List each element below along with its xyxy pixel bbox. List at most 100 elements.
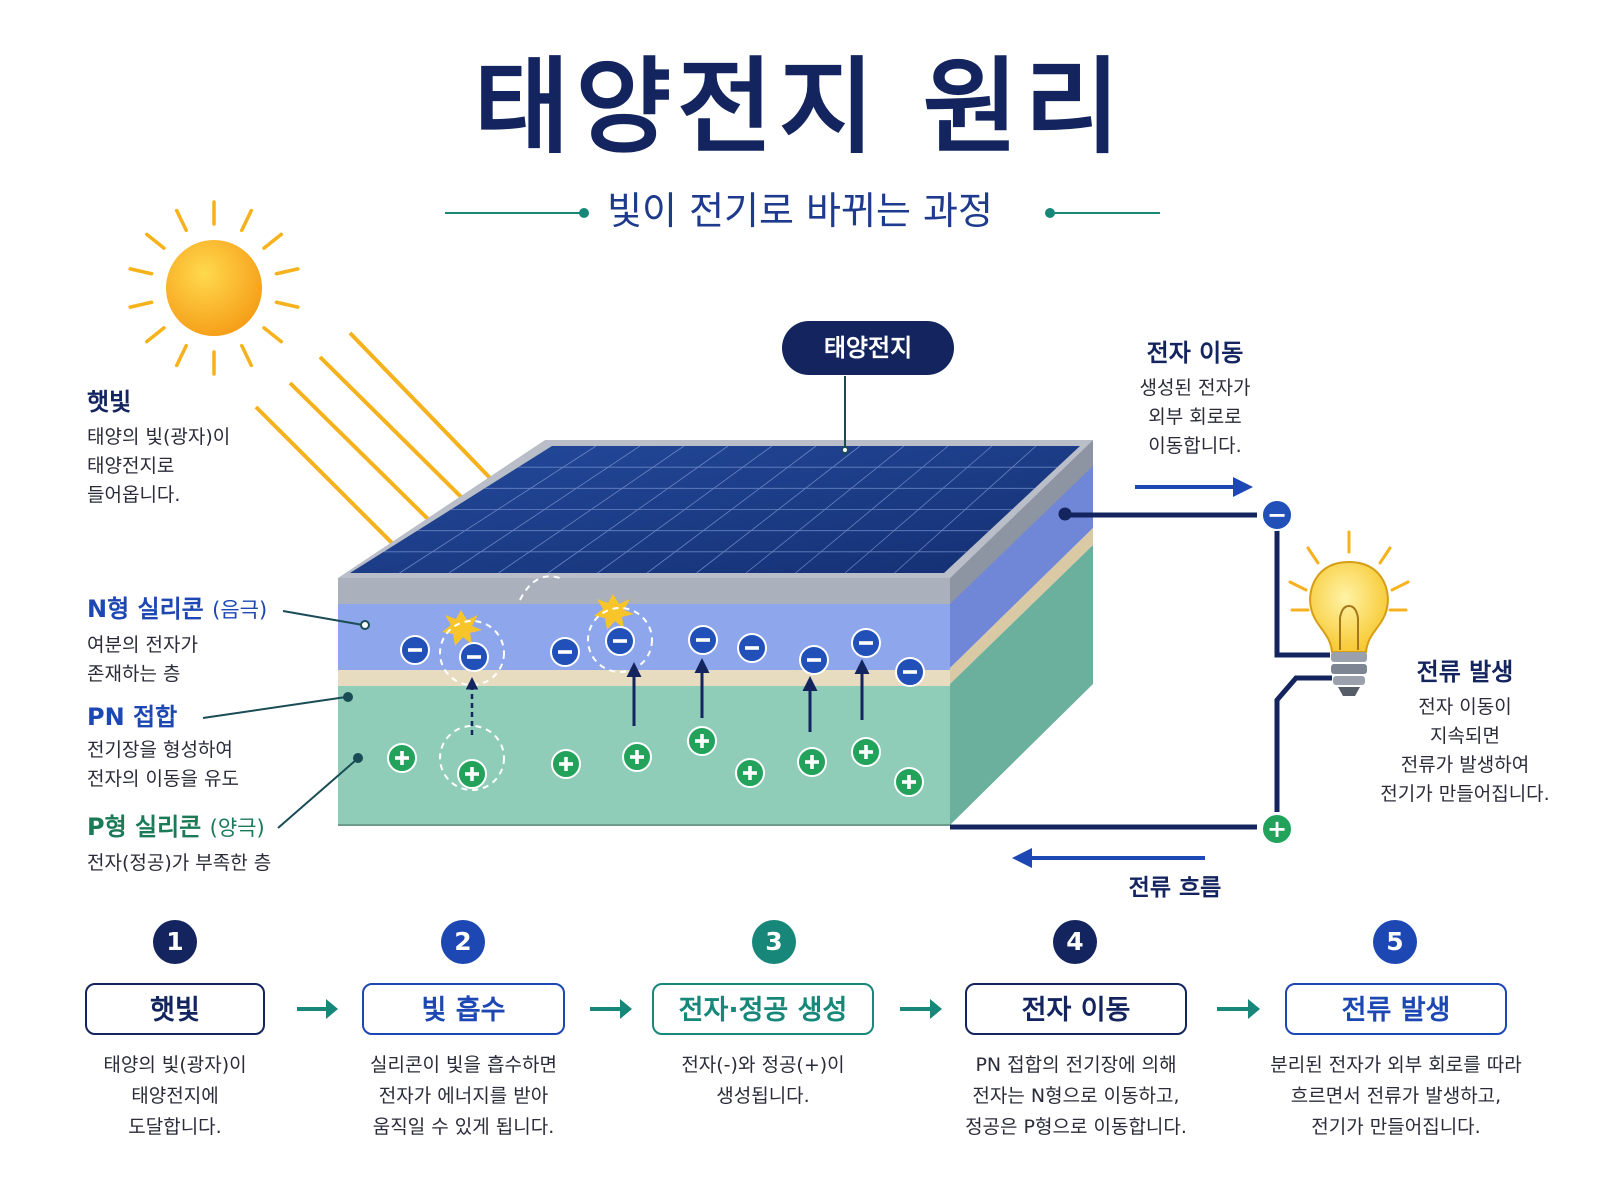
callout-p-type-heading: P형 실리콘 (양극) xyxy=(87,810,271,845)
callout-p-type-body-line: 전자(정공)가 부족한 층 xyxy=(87,852,272,874)
electron-icon xyxy=(799,645,829,675)
callout-pn-junction-body-line: 전자의 이동을 유도 xyxy=(87,768,239,790)
electron-icon xyxy=(737,633,767,663)
callout-electron-move-heading: 전자 이동 xyxy=(1146,339,1244,367)
callout-p-type-body: 전자(정공)가 부족한 층 xyxy=(87,849,271,878)
arrow-right-icon xyxy=(1217,999,1260,1019)
step-2-desc-line: 실리콘이 빛을 흡수하면 xyxy=(370,1054,557,1076)
electron-icon xyxy=(459,642,489,672)
leader-lines xyxy=(202,376,849,829)
step-5-desc-line: 흐르면서 전류가 발생하고, xyxy=(1290,1085,1502,1107)
arrow-right-icon xyxy=(297,999,338,1019)
callout-pn-junction-body-line: 전기장을 형성하여 xyxy=(87,739,233,761)
electron-icon xyxy=(605,626,635,656)
step-3-desc-line: 전자(-)와 정공(+)이 xyxy=(681,1054,845,1076)
callout-electron-move-body-line: 이동합니다. xyxy=(1148,435,1242,457)
callout-current-generation-heading: 전류 발생 xyxy=(1416,658,1514,686)
callout-sunlight-body-line: 태양전지로 xyxy=(87,455,175,477)
step-2-desc-line: 전자가 에너지를 받아 xyxy=(378,1085,549,1107)
light-bulb-icon xyxy=(1288,530,1410,696)
callout-n-type-body-line: 존재하는 층 xyxy=(87,663,181,685)
hole-icon xyxy=(387,743,417,773)
hole-icon xyxy=(851,737,881,767)
hole-icon xyxy=(735,758,765,788)
callout-current-generation-body-line: 전류가 발생하여 xyxy=(1400,754,1530,776)
solar-cell-label: 태양전지 xyxy=(782,321,954,375)
callout-n-type-body-line: 여분의 전자가 xyxy=(87,634,198,656)
step-4-number: 4 xyxy=(1053,920,1097,964)
step-3-title: 전자·정공 생성 xyxy=(652,983,874,1035)
step-1-desc-line: 도달합니다. xyxy=(128,1116,222,1138)
step-4-desc-line: 전자는 N형으로 이동하고, xyxy=(972,1085,1180,1107)
electron-icon xyxy=(895,657,925,687)
step-5-title: 전류 발생 xyxy=(1285,983,1507,1035)
hole-icon xyxy=(551,749,581,779)
step-4-title: 전자 이동 xyxy=(965,983,1187,1035)
electron-icon xyxy=(400,635,430,665)
callout-p-type-paren: (양극) xyxy=(209,816,265,840)
callout-n-type-title: N형 실리콘 xyxy=(87,595,204,623)
carrier-move-arrows xyxy=(465,658,870,735)
callout-p-type: P형 실리콘 (양극) 전자(정공)가 부족한 층 xyxy=(87,810,271,878)
step-3-number: 3 xyxy=(752,920,796,964)
electron-icon xyxy=(851,628,881,658)
svg-text:+: + xyxy=(1267,815,1287,843)
step-1-desc-line: 태양전지에 xyxy=(131,1085,219,1107)
step-5-desc-line: 전기가 만들어집니다. xyxy=(1311,1116,1481,1138)
step-4-desc-line: 정공은 P형으로 이동합니다. xyxy=(965,1116,1187,1138)
callout-electron-move-body-line: 생성된 전자가 xyxy=(1139,377,1251,399)
step-1-number: 1 xyxy=(153,920,197,964)
page-subtitle: 빛이 전기로 바뀌는 과정 xyxy=(607,189,993,233)
step-2-number: 2 xyxy=(441,920,485,964)
step-3-desc-line: 생성됩니다. xyxy=(716,1085,810,1107)
callout-n-type-heading: N형 실리콘 (음극) xyxy=(87,592,267,627)
positive-terminal: + xyxy=(1261,813,1293,845)
callout-sunlight-body-line: 태양의 빛(광자)이 xyxy=(87,426,231,448)
step-1-desc-line: 태양의 빛(광자)이 xyxy=(103,1054,247,1076)
photon-burst-icons xyxy=(442,594,634,646)
step-5-number: 5 xyxy=(1373,920,1417,964)
solar-cell-block xyxy=(338,440,1093,826)
callout-pn-junction-heading: PN 접합 xyxy=(87,703,178,731)
current-flow-label: 전류 흐름 xyxy=(1128,875,1222,901)
arrow-right-icon xyxy=(590,999,632,1019)
callout-current-generation-body-line: 전자 이동이 xyxy=(1418,696,1512,718)
step-4-desc-line: PN 접합의 전기장에 의해 xyxy=(975,1054,1177,1076)
callout-current-generation-body-line: 전기가 만들어집니다. xyxy=(1380,783,1550,805)
step-5-desc-line: 분리된 전자가 외부 회로를 따라 xyxy=(1270,1054,1522,1076)
hole-icon xyxy=(457,759,487,789)
hole-icon xyxy=(622,742,652,772)
svg-text:−: − xyxy=(1267,501,1287,529)
electron-icon xyxy=(550,637,580,667)
hole-icon xyxy=(687,726,717,756)
page-title: 태양전지 원리 xyxy=(473,46,1127,168)
callout-sunlight-body-line: 들어옵니다. xyxy=(87,484,181,506)
arrow-right-icon xyxy=(900,999,942,1019)
step-1-title: 햇빛 xyxy=(85,983,265,1035)
external-circuit xyxy=(950,507,1332,830)
electron-hole-pair-markers xyxy=(439,575,653,791)
subtitle-decoration xyxy=(445,208,1160,218)
callout-sunlight-heading: 햇빛 xyxy=(87,388,132,416)
sun-icon xyxy=(128,200,300,376)
negative-terminal: − xyxy=(1261,499,1293,531)
step-2-title: 빛 흡수 xyxy=(362,983,565,1035)
hole-icon xyxy=(894,767,924,797)
callout-electron-move-body-line: 외부 회로로 xyxy=(1148,406,1242,428)
hole-icon xyxy=(797,747,827,777)
callout-current-generation-body-line: 지속되면 xyxy=(1430,725,1500,747)
callout-n-type-paren: (음극) xyxy=(212,598,268,622)
callout-p-type-title: P형 실리콘 xyxy=(87,813,202,841)
